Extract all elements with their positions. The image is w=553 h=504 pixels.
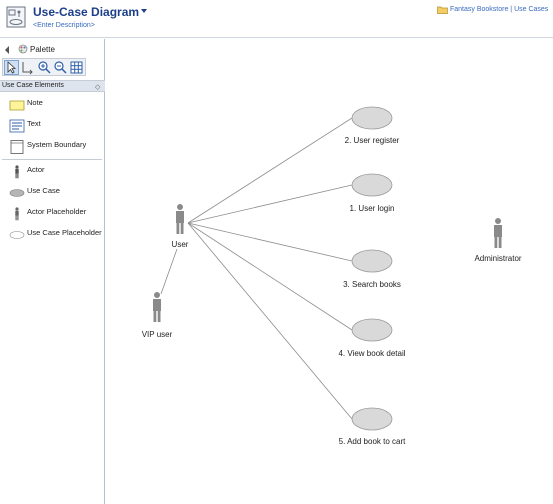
use-case-ellipse[interactable] — [351, 249, 393, 273]
actor-head — [177, 204, 183, 210]
use-case-uc4[interactable]: 4. View book detail — [338, 318, 406, 358]
use-case-diagram-icon — [6, 6, 26, 28]
use-case-uc2[interactable]: 2. User register — [345, 106, 400, 145]
use-case-elements-section[interactable]: Use Case Elements ◇ — [0, 80, 105, 92]
use-case-placeholder-icon — [9, 231, 25, 239]
actor-label: Administrator — [474, 254, 521, 263]
use-case-label: 5. Add book to cart — [339, 437, 406, 446]
use-case-label: 1. User login — [350, 204, 395, 213]
actor-body — [494, 225, 502, 237]
palette-item-label: Actor Placeholder — [27, 207, 87, 216]
actor-label: User — [172, 240, 189, 249]
zoom-in-button[interactable] — [37, 60, 52, 75]
folder-icon — [437, 6, 448, 14]
palette-icon — [18, 44, 28, 54]
association-line[interactable] — [187, 222, 353, 331]
association-line[interactable] — [187, 222, 353, 262]
palette-item-use-case[interactable]: Use Case — [0, 183, 104, 203]
actor-leg — [494, 237, 498, 248]
use-case-icon — [9, 189, 25, 197]
use-case-label: 4. View book detail — [338, 349, 405, 358]
system-boundary-icon — [10, 140, 24, 154]
actor-user[interactable]: User — [172, 204, 189, 249]
grid-toggle-button[interactable] — [69, 60, 84, 75]
zoom-in-icon — [38, 61, 51, 74]
note-icon — [9, 100, 25, 111]
use-case-uc1[interactable]: 1. User login — [350, 173, 395, 213]
palette-item-system-boundary[interactable]: System Boundary — [0, 137, 104, 157]
pointer-icon — [7, 61, 17, 74]
section-collapse-icon[interactable]: ◇ — [95, 84, 101, 91]
text-icon — [9, 119, 25, 133]
palette-item-use-case-placeholder[interactable]: Use Case Placeholder — [0, 225, 104, 245]
title-dropdown-icon[interactable] — [141, 9, 147, 13]
palette-item-text[interactable]: Text — [0, 116, 104, 136]
select-tool-button[interactable] — [4, 60, 19, 75]
zoom-out-button[interactable] — [53, 60, 68, 75]
actor-leg — [180, 223, 184, 234]
connector-icon — [22, 62, 33, 75]
use-case-ellipse[interactable] — [351, 407, 393, 431]
use-case-ellipse[interactable] — [351, 106, 393, 130]
actor-vip[interactable]: VIP user — [142, 292, 173, 339]
diagram-header: Use-Case Diagram <Enter Description> Fan… — [0, 0, 553, 38]
palette-header: Palette — [0, 41, 105, 57]
palette-panel: Palette Use Case Elements ◇ Note Text Sy… — [0, 39, 105, 504]
collapse-palette-icon[interactable] — [5, 46, 9, 54]
actor-body — [176, 211, 184, 223]
grid-icon — [70, 61, 83, 74]
actor-placeholder-icon — [15, 207, 19, 221]
actor-leg — [153, 311, 157, 322]
section-title: Use Case Elements — [2, 82, 64, 89]
palette-item-actor[interactable]: Actor — [0, 162, 104, 182]
palette-item-label: System Boundary — [27, 140, 87, 149]
palette-divider — [2, 159, 102, 160]
actor-leg — [157, 311, 161, 322]
connector-tool-button[interactable] — [20, 60, 35, 75]
palette-item-label: Actor — [27, 165, 45, 174]
association-line[interactable] — [187, 222, 353, 420]
actor-head — [154, 292, 160, 298]
use-case-diagram[interactable]: 2. User register 1. User login 3. Search b… — [106, 39, 553, 504]
breadcrumb[interactable]: Fantasy Bookstore | Use Cases — [450, 6, 549, 13]
association-line[interactable] — [187, 117, 353, 224]
palette-item-actor-placeholder[interactable]: Actor Placeholder — [0, 204, 104, 224]
palette-item-note[interactable]: Note — [0, 95, 104, 115]
use-case-uc3[interactable]: 3. Search books — [343, 249, 401, 289]
actor-admin[interactable]: Administrator — [474, 218, 522, 263]
use-case-label: 2. User register — [345, 136, 400, 145]
actor-leg — [176, 223, 180, 234]
use-case-ellipse[interactable] — [351, 173, 393, 197]
use-case-label: 3. Search books — [343, 280, 401, 289]
palette-toolbar — [2, 58, 86, 76]
use-case-uc5[interactable]: 5. Add book to cart — [339, 407, 406, 446]
actor-label: VIP user — [142, 330, 173, 339]
palette-item-label: Text — [27, 119, 41, 128]
actor-body — [153, 299, 161, 311]
palette-item-label: Use Case Placeholder — [27, 228, 102, 237]
diagram-canvas[interactable]: 2. User register 1. User login 3. Search b… — [106, 39, 553, 504]
palette-item-label: Note — [27, 98, 43, 107]
diagram-title[interactable]: Use-Case Diagram — [33, 5, 140, 19]
use-case-ellipse[interactable] — [351, 318, 393, 342]
actor-leg — [498, 237, 502, 248]
association-line[interactable] — [187, 184, 353, 224]
zoom-out-icon — [54, 61, 67, 74]
actor-head — [495, 218, 501, 224]
palette-title: Palette — [30, 45, 55, 54]
association-line[interactable] — [160, 248, 178, 295]
palette-item-label: Use Case — [27, 186, 60, 195]
diagram-description[interactable]: <Enter Description> — [33, 22, 95, 29]
actor-icon — [15, 165, 19, 179]
